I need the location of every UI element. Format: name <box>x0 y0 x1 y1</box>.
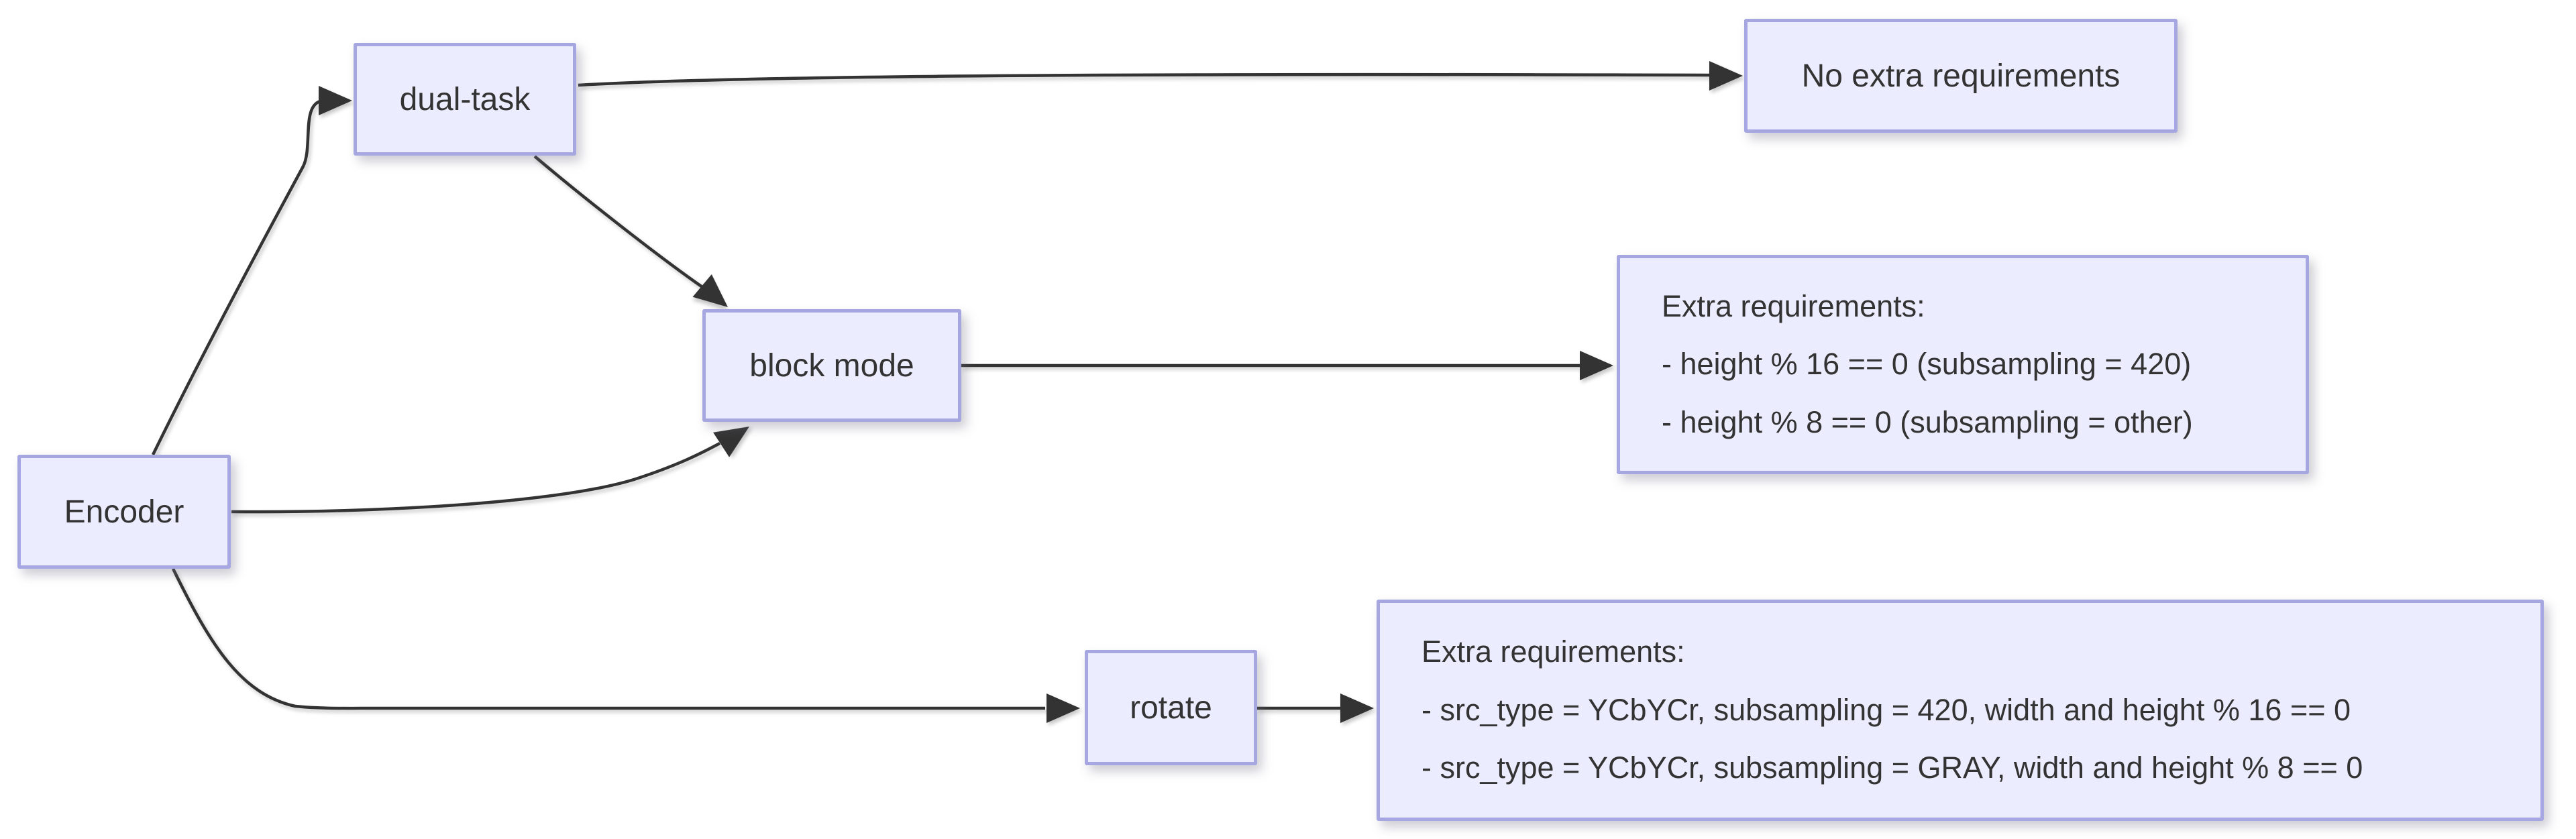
requirement-item: - src_type = YCbYCr, subsampling = GRAY,… <box>1421 750 2363 785</box>
requirement-item: - height % 8 == 0 (subsampling = other) <box>1662 404 2193 439</box>
edge-encoder-rotate <box>171 568 1080 723</box>
requirement-item: - src_type = YCbYCr, subsampling = 420, … <box>1421 692 2351 727</box>
node-no-extra-requirements: No extra requirements <box>1744 19 2178 133</box>
edge-encoder-dual-task <box>151 86 352 455</box>
edge-dual-task-no-extra <box>578 61 1743 91</box>
node-no-extra-requirements-label: No extra requirements <box>1801 58 2121 94</box>
requirements-title: Extra requirements: <box>1662 288 1925 323</box>
requirement-item: - height % 16 == 0 (subsampling = 420) <box>1662 347 2192 382</box>
edge-block-mode-reqs <box>961 351 1613 380</box>
node-encoder-label: Encoder <box>64 494 184 530</box>
edge-encoder-block-mode <box>231 427 749 514</box>
node-dual-task: dual-task <box>354 43 576 156</box>
node-dual-task-label: dual-task <box>399 81 531 117</box>
node-rotate-label: rotate <box>1130 689 1212 726</box>
edge-rotate-reqs <box>1256 693 1374 723</box>
edge-dual-task-block-mode <box>533 155 728 307</box>
node-block-mode-label: block mode <box>749 347 914 384</box>
node-block-mode-requirements: Extra requirements: - height % 16 == 0 (… <box>1617 255 2309 474</box>
requirements-title: Extra requirements: <box>1421 634 1685 669</box>
node-rotate: rotate <box>1085 650 1257 765</box>
node-encoder: Encoder <box>17 455 231 569</box>
node-rotate-requirements: Extra requirements: - src_type = YCbYCr,… <box>1377 600 2544 821</box>
node-block-mode: block mode <box>702 309 961 422</box>
